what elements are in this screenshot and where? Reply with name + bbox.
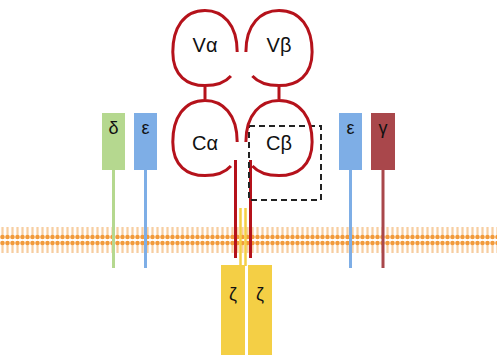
alpha-stem [234, 160, 237, 258]
domain-outline-path [173, 100, 237, 175]
domain-shape: Cα [170, 98, 240, 178]
chain-box: ε [339, 113, 362, 170]
epsilon-stem [349, 168, 352, 268]
chain-label: Cβ [266, 132, 292, 154]
domain-shape: Vα [170, 8, 240, 88]
chain-label: ε [346, 119, 354, 139]
chain-box: γ [371, 113, 395, 170]
gamma-stem [382, 168, 385, 268]
domain-shape: Cβ [243, 98, 315, 178]
chain-label: Vα [193, 34, 218, 56]
domain-link [278, 87, 281, 99]
chain-box: ε [134, 113, 157, 170]
chain-box: δ [102, 113, 125, 170]
chain-label: δ [108, 119, 118, 139]
epsilon-stem [144, 168, 147, 268]
zeta-stem [244, 208, 247, 266]
lipid-bilayer [0, 226, 497, 256]
chain-box: ζ [248, 265, 272, 355]
domain-outline-path [246, 100, 312, 175]
domain-outline-path [246, 10, 312, 85]
chain-label: ζ [229, 285, 237, 305]
chain-label: ε [141, 119, 149, 139]
chain-label: Vβ [267, 34, 292, 56]
dashed-highlight [249, 126, 321, 200]
domain-shape: Vβ [243, 8, 315, 88]
chain-label: γ [379, 119, 388, 139]
domain-link [204, 87, 207, 99]
zeta-stem [239, 208, 242, 266]
chain-box: ζ [221, 265, 245, 355]
domain-outline-path [173, 10, 237, 85]
chain-label: Cα [192, 132, 218, 154]
chain-label: ζ [256, 285, 264, 305]
delta-stem [112, 168, 115, 268]
